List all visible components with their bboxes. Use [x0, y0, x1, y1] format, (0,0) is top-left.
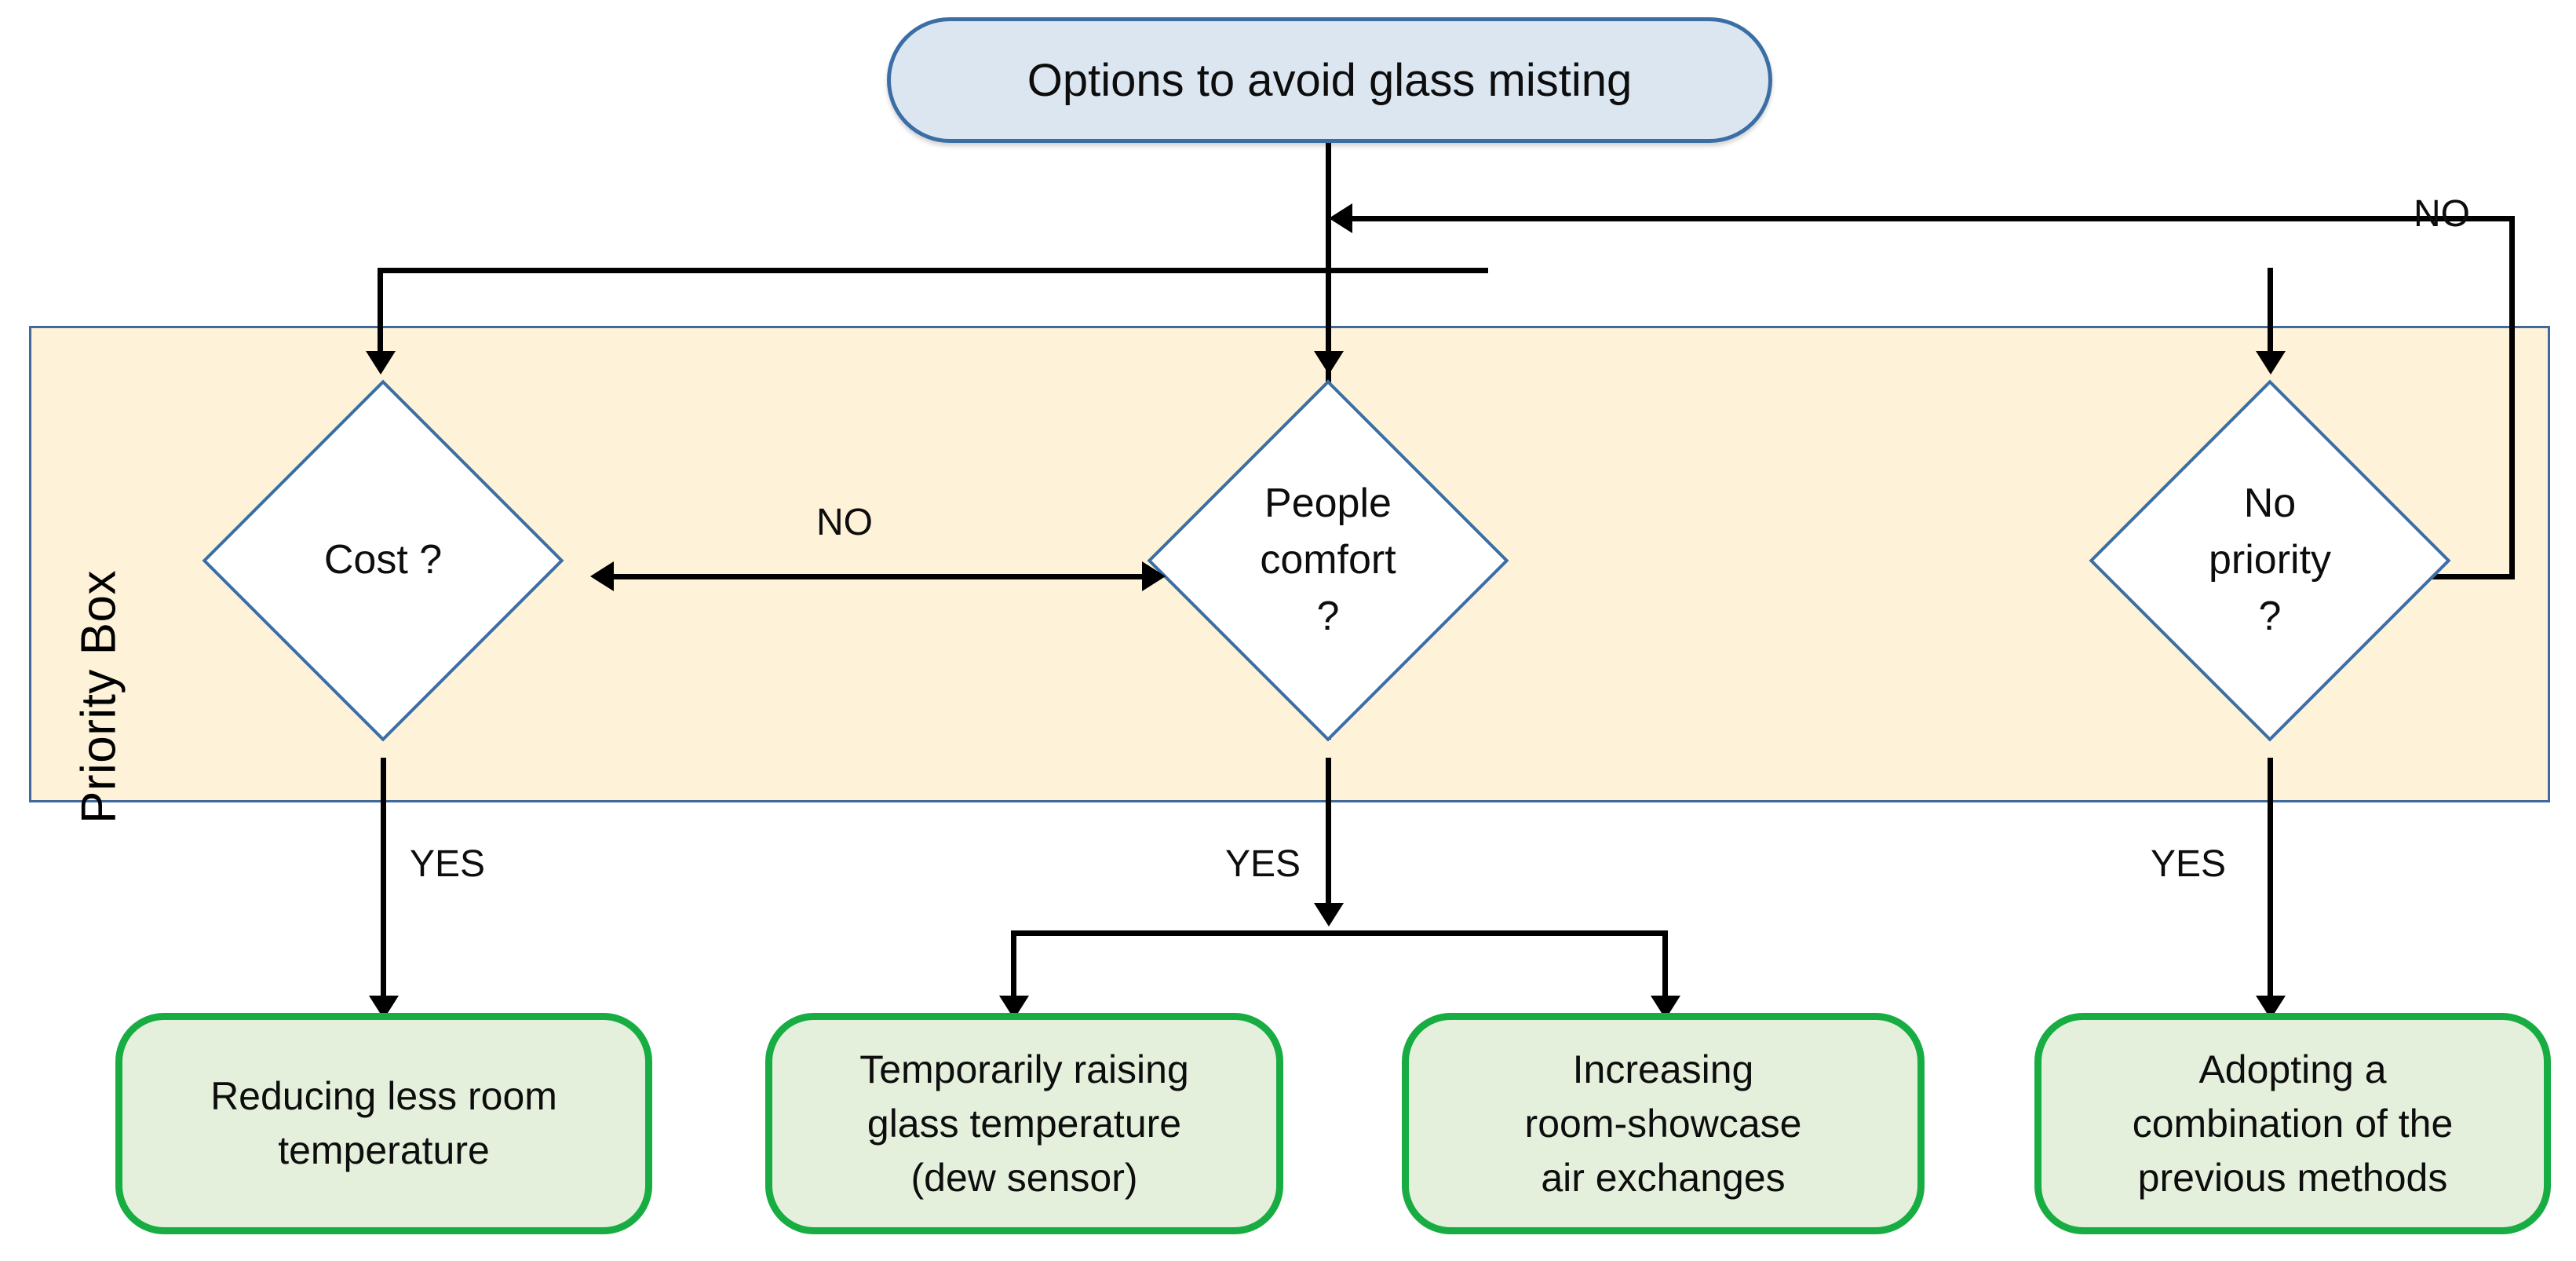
- connector-no-priority-yes: [2268, 758, 2273, 1001]
- decision-cost-text: Cost ?: [255, 433, 511, 689]
- outcome-raise-line-3: (dew sensor): [910, 1155, 1138, 1200]
- outcome-increasing-air-exchanges[interactable]: Increasing room-showcase air exchanges: [1402, 1013, 1925, 1234]
- arrowhead-comfort: [1314, 351, 1344, 375]
- decision-no-priority[interactable]: No priority ?: [2089, 379, 2451, 742]
- decision-people-comfort[interactable]: People comfort ?: [1147, 379, 1509, 742]
- connector-drop-to-no-priority: [2268, 268, 2273, 351]
- outcome-air-line-1: Increasing: [1572, 1047, 1754, 1091]
- outcome-reduce-line-2: temperature: [278, 1128, 490, 1172]
- connector-comfort-split-bus: [1011, 930, 1666, 936]
- outcome-reducing-room-temperature[interactable]: Reducing less room temperature: [115, 1013, 652, 1234]
- decision-comfort-line-3: ?: [1316, 593, 1340, 639]
- feedback-arrowhead: [1329, 203, 1352, 233]
- arrowhead-cost: [366, 351, 396, 375]
- decision-nopri-line-2: priority: [2208, 537, 2332, 583]
- arrowhead-cost-comfort-left: [590, 561, 614, 591]
- edge-label-yes-cost: YES: [410, 843, 486, 885]
- start-node-label: Options to avoid glass misting: [1027, 54, 1633, 106]
- outcome-air-line-3: air exchanges: [1541, 1155, 1786, 1200]
- edge-label-yes-no-priority: YES: [2151, 843, 2227, 885]
- priority-box-label: Priority Box: [71, 570, 126, 824]
- decision-no-priority-text: No priority ?: [2142, 433, 2398, 689]
- connector-cost-yes: [381, 758, 386, 1001]
- connector-feedback-horizontal: [1349, 216, 2512, 221]
- decision-nopri-line-3: ?: [2258, 593, 2282, 639]
- connector-distribution-bus: [378, 268, 1488, 273]
- decision-cost-line-1: Cost ?: [323, 537, 443, 583]
- connector-cost-comfort: [611, 574, 1142, 579]
- decision-comfort-line-1: People: [1264, 481, 1392, 527]
- connector-feedback-into-diamond: [2400, 574, 2515, 579]
- connector-comfort-split-left: [1011, 930, 1016, 1001]
- arrowhead-cost-comfort-right: [1142, 561, 1166, 591]
- decision-nopri-line-1: No: [2243, 481, 2297, 527]
- decision-comfort-line-2: comfort: [1260, 537, 1396, 583]
- connector-comfort-yes: [1326, 758, 1331, 907]
- outcome-raising-glass-temperature[interactable]: Temporarily raising glass temperature (d…: [765, 1013, 1283, 1234]
- outcome-raise-line-2: glass temperature: [867, 1101, 1182, 1146]
- outcome-adopting-combination[interactable]: Adopting a combination of the previous m…: [2034, 1013, 2551, 1234]
- outcome-reduce-line-1: Reducing less room: [210, 1074, 557, 1118]
- start-node[interactable]: Options to avoid glass misting: [887, 17, 1772, 143]
- edge-label-no-cost-comfort: NO: [816, 502, 873, 543]
- arrowhead-no-priority: [2256, 351, 2286, 375]
- outcome-air-line-2: room-showcase: [1524, 1101, 1802, 1146]
- decision-people-comfort-text: People comfort ?: [1200, 433, 1456, 689]
- connector-feedback-vertical: [2509, 216, 2515, 576]
- outcome-combine-line-2: combination of the: [2132, 1101, 2454, 1146]
- decision-cost[interactable]: Cost ?: [202, 379, 564, 742]
- connector-drop-to-cost: [378, 268, 383, 351]
- connector-comfort-split-right: [1662, 930, 1668, 1001]
- edge-label-no-priority-no: NO: [2414, 193, 2470, 235]
- outcome-combine-line-3: previous methods: [2137, 1155, 2448, 1200]
- outcome-raise-line-1: Temporarily raising: [859, 1047, 1189, 1091]
- arrowhead-comfort-split: [1314, 903, 1344, 927]
- outcome-combine-line-1: Adopting a: [2198, 1047, 2387, 1091]
- edge-label-yes-comfort: YES: [1225, 843, 1301, 885]
